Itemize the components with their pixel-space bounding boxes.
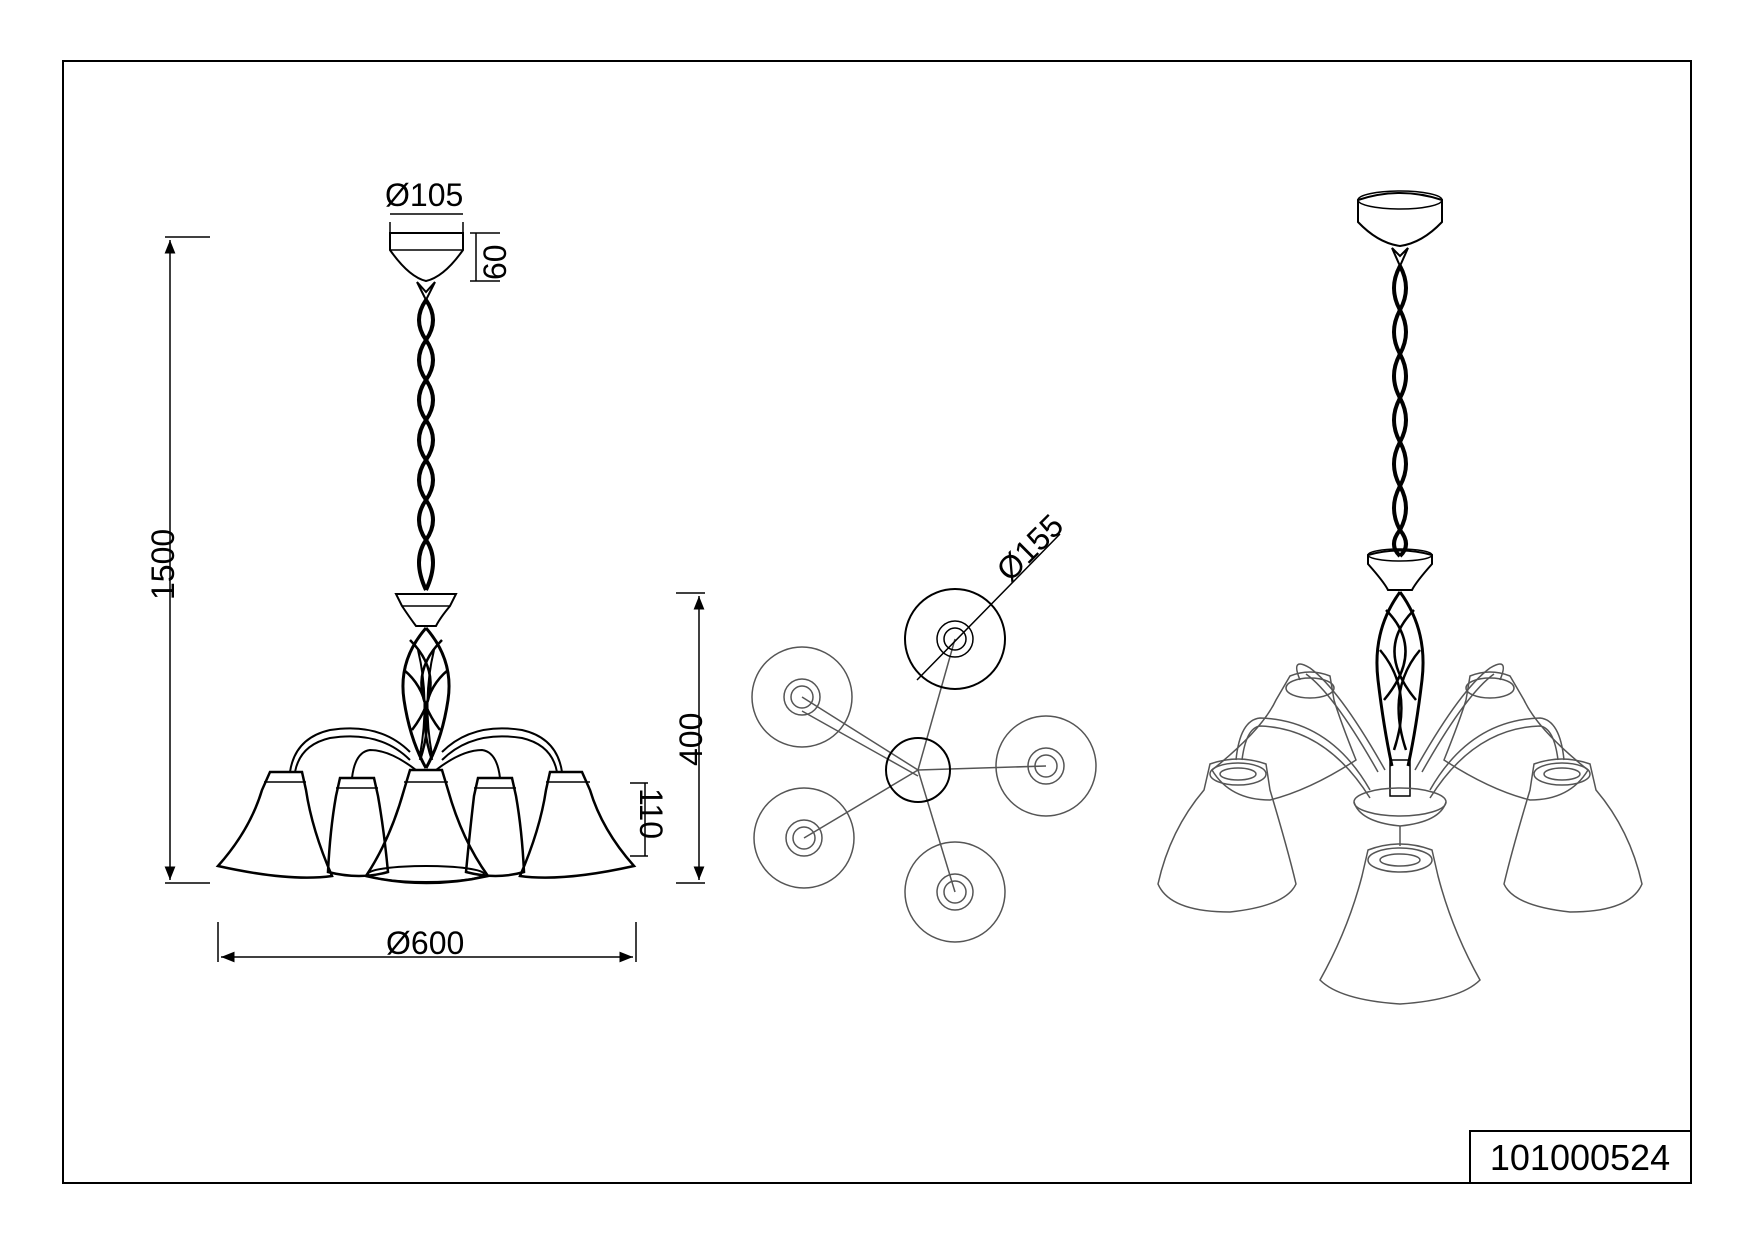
- label-canopy-height: 60: [477, 244, 513, 280]
- column-cup: [394, 593, 458, 627]
- label-total-diameter: Ø600: [386, 925, 464, 961]
- side-view: Ø105 60 1500 400 110: [145, 177, 709, 963]
- label-canopy-diameter: Ø105: [385, 177, 463, 213]
- arms: [289, 727, 563, 779]
- center-hub: [885, 737, 951, 803]
- canopy: [389, 232, 464, 283]
- label-total-height: 1500: [145, 529, 181, 600]
- dimension-total-diameter: Ø600: [217, 922, 637, 963]
- dimension-canopy-diameter: Ø105: [385, 177, 464, 233]
- perspective-view: [1157, 190, 1643, 1005]
- dimension-body-height: 400: [673, 592, 709, 884]
- top-view: Ø155: [751, 507, 1097, 943]
- sheet-frame: [62, 60, 1692, 1184]
- dimension-shade-diameter: Ø155: [916, 507, 1070, 681]
- dimension-canopy-height: 60: [470, 232, 513, 282]
- chain: [417, 298, 435, 591]
- dimension-shade-height: 110: [630, 782, 669, 857]
- label-shade-diameter: Ø155: [989, 507, 1070, 588]
- article-number: 101000524: [1490, 1137, 1670, 1178]
- dimension-total-height: 1500: [145, 236, 210, 884]
- title-block: 101000524: [1469, 1130, 1692, 1184]
- twisted-column: [401, 627, 451, 769]
- label-shade-height: 110: [633, 788, 669, 839]
- label-body-height: 400: [673, 713, 709, 766]
- shades: [215, 768, 637, 885]
